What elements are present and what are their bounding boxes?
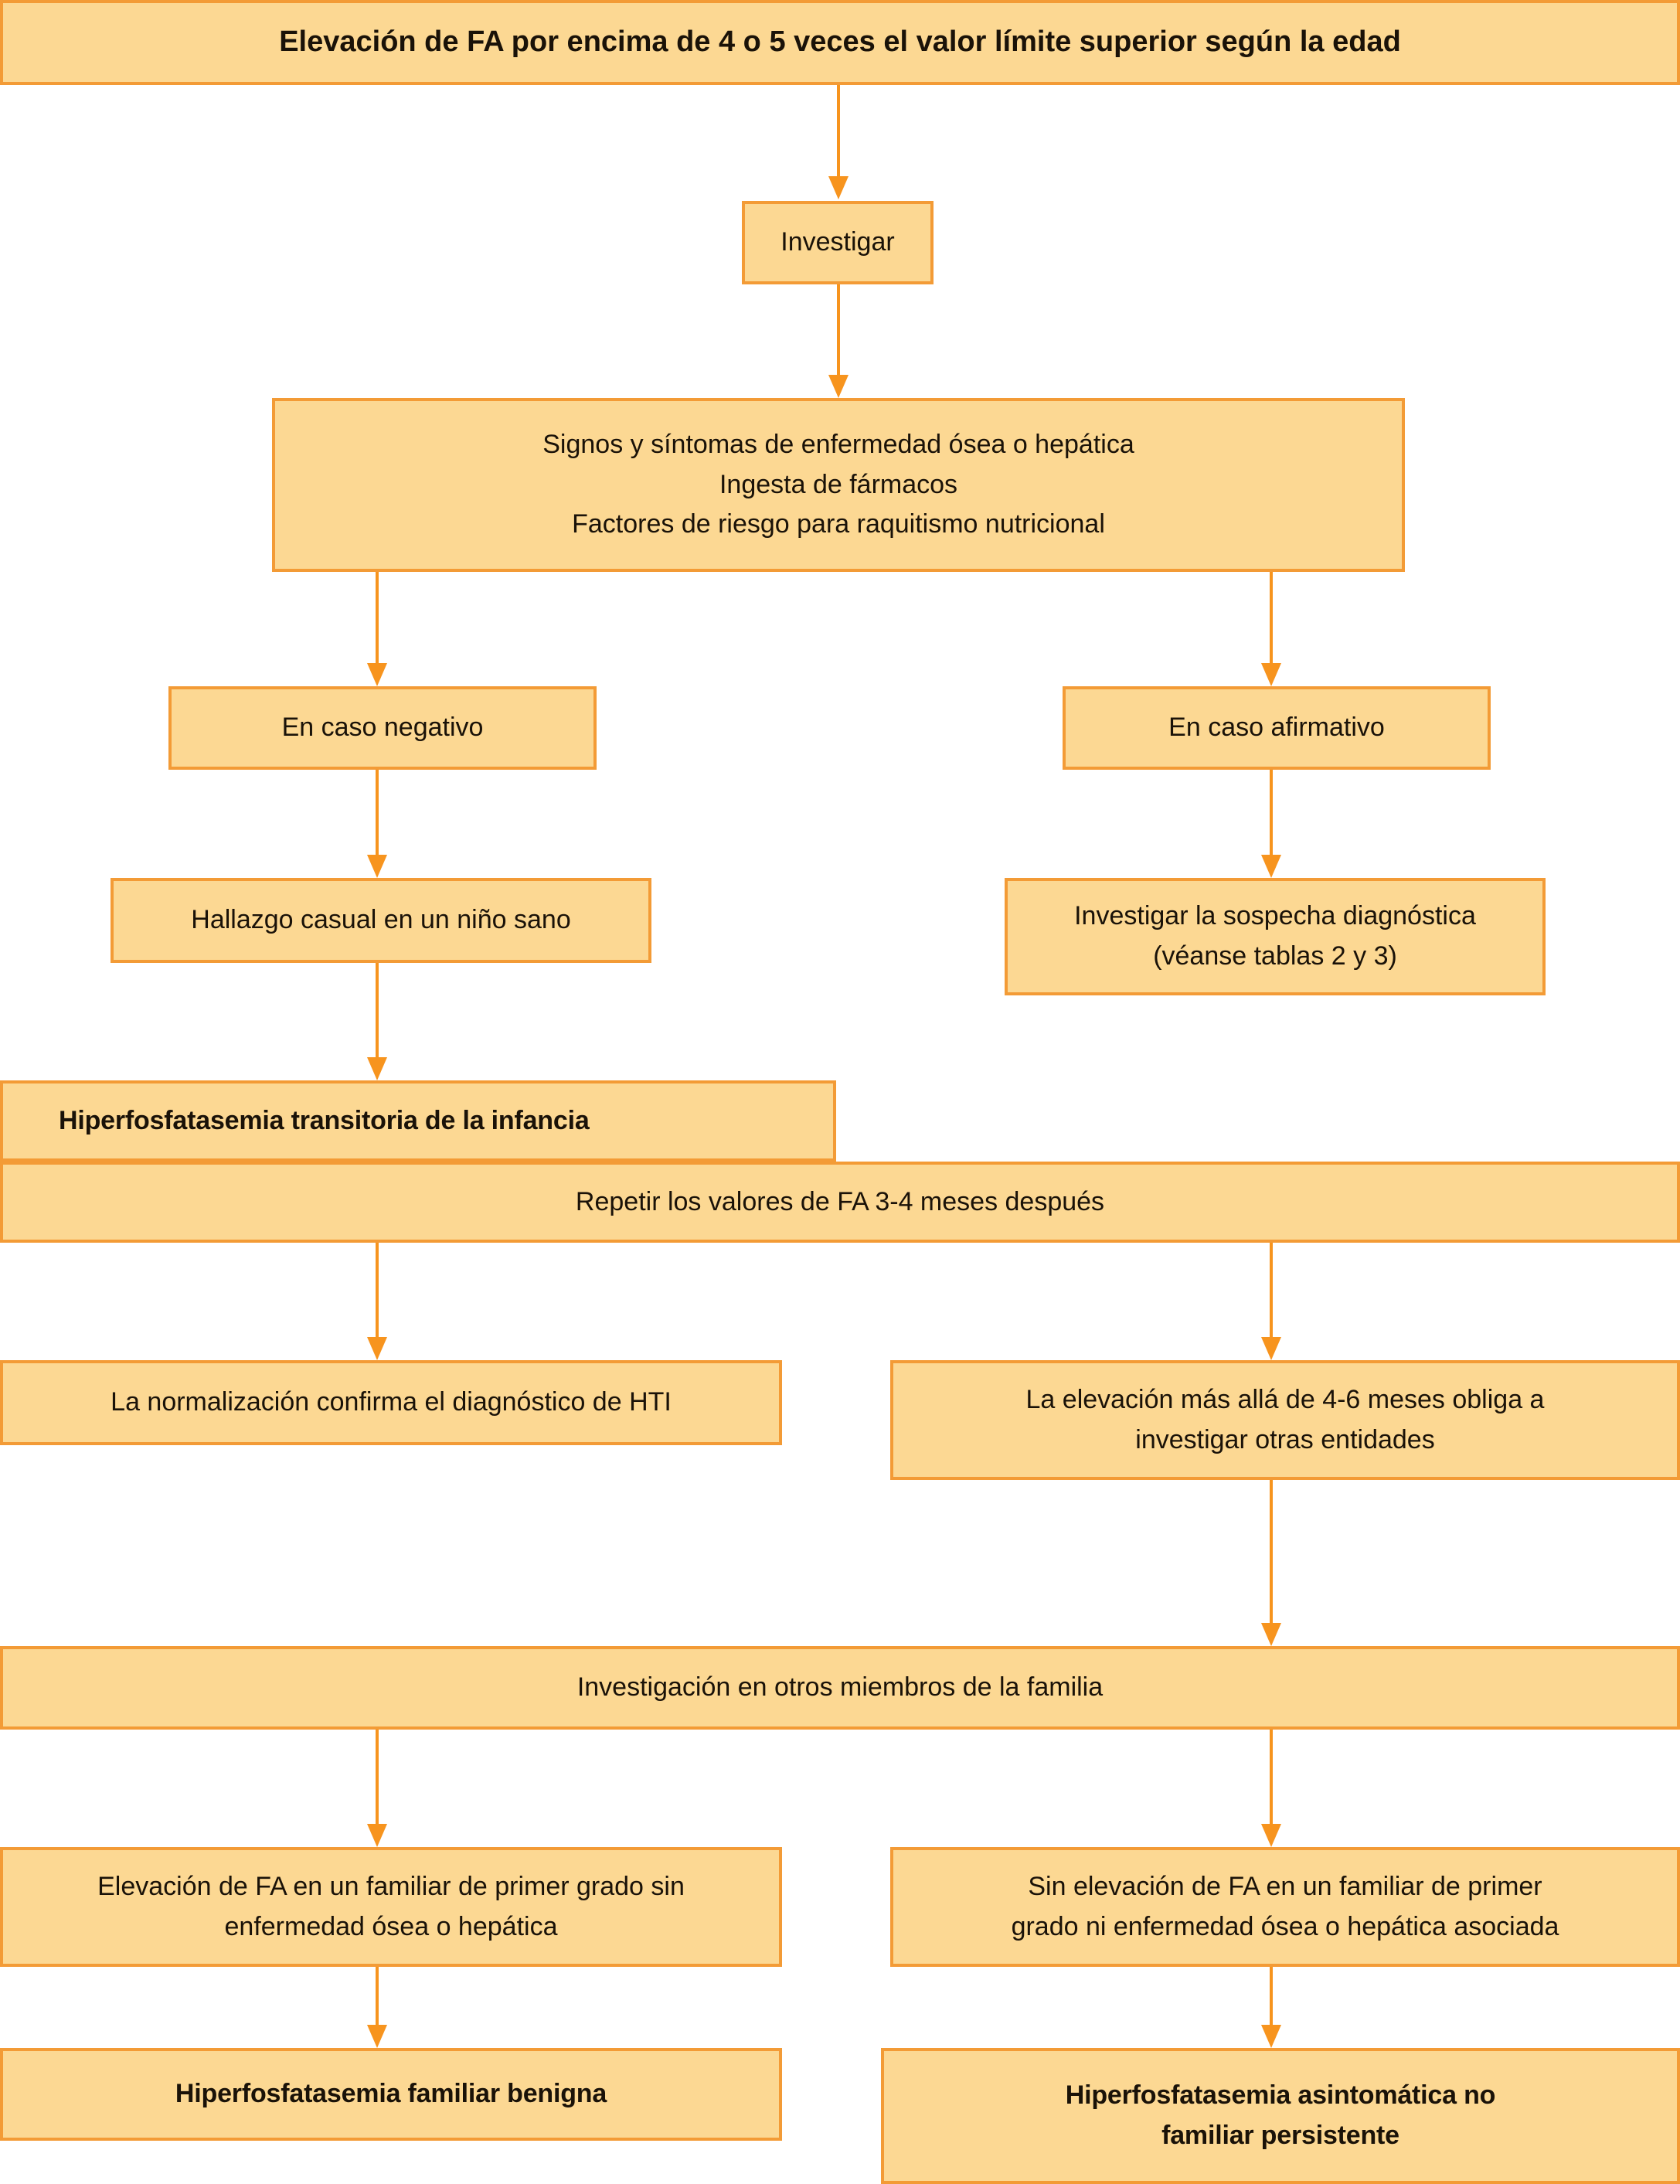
arrowhead-signos-to-afirmativo xyxy=(1261,663,1281,686)
arrowhead-repetir-to-elevacion xyxy=(1261,1337,1281,1360)
arrowhead-signos-to-negativo xyxy=(367,663,387,686)
arrowhead-familiar-no-to-hanfp xyxy=(1261,2025,1281,2048)
arrowhead-negativo-to-hallazgo xyxy=(367,855,387,878)
node-familiar-sin-elevacion-line-1: Sin elevación de FA en un familiar de pr… xyxy=(1028,1871,1542,1901)
connector-negativo-to-hallazgo xyxy=(376,770,379,855)
node-investigacion-familia: Investigación en otros miembros de la fa… xyxy=(0,1646,1680,1730)
arrowhead-investigar-to-signos xyxy=(828,375,849,398)
node-familiar-con-elevacion-line-1: Elevación de FA en un familiar de primer… xyxy=(97,1871,685,1901)
node-caso-afirmativo: En caso afirmativo xyxy=(1063,686,1491,770)
connector-root-to-investigar xyxy=(837,85,840,176)
node-hanfp-line-1: Hiperfosfatasemia asintomática no xyxy=(1065,2080,1496,2111)
arrowhead-repetir-to-normalizacion xyxy=(367,1337,387,1360)
arrowhead-root-to-investigar xyxy=(828,176,849,199)
node-repetir-valores-label: Repetir los valores de FA 3-4 meses desp… xyxy=(575,1186,1105,1216)
connector-hallazgo-to-hti xyxy=(376,963,379,1057)
arrowhead-familiar-si-to-hfb xyxy=(367,2025,387,2048)
node-hiperfosfatasemia-transitoria: Hiperfosfatasemia transitoria de la infa… xyxy=(0,1080,836,1162)
connector-signos-to-afirmativo xyxy=(1270,572,1273,663)
node-signos-line-3: Factores de riesgo para raquitismo nutri… xyxy=(572,509,1105,539)
connector-repetir-to-elevacion xyxy=(1270,1243,1273,1337)
arrowhead-investigacion-to-familiar-no xyxy=(1261,1824,1281,1847)
node-signos-line-1: Signos y síntomas de enfermedad ósea o h… xyxy=(542,429,1134,459)
node-hallazgo-casual: Hallazgo casual en un niño sano xyxy=(111,878,651,963)
connector-familiar-si-to-hfb xyxy=(376,1967,379,2025)
node-normalizacion: La normalización confirma el diagnóstico… xyxy=(0,1360,782,1445)
node-investigar: Investigar xyxy=(742,201,934,284)
node-normalizacion-label: La normalización confirma el diagnóstico… xyxy=(111,1387,672,1417)
node-investigacion-familia-label: Investigación en otros miembros de la fa… xyxy=(576,1672,1104,1703)
node-elevacion-line-1: La elevación más allá de 4-6 meses oblig… xyxy=(1025,1384,1545,1414)
node-caso-negativo-label: En caso negativo xyxy=(281,713,484,743)
arrowhead-hallazgo-to-hti xyxy=(367,1057,387,1080)
node-familiar-con-elevacion: Elevación de FA en un familiar de primer… xyxy=(0,1847,782,1967)
node-elevacion-line-2: investigar otras entidades xyxy=(1135,1424,1435,1454)
connector-familiar-no-to-hanfp xyxy=(1270,1967,1273,2025)
node-familiar-con-elevacion-line-2: enfermedad ósea o hepática xyxy=(224,1911,558,1941)
node-hiperfosfatasemia-familiar-benigna: Hiperfosfatasemia familiar benigna xyxy=(0,2048,782,2141)
node-familiar-sin-elevacion-line-2: grado ni enfermedad ósea o hepática asoc… xyxy=(1011,1911,1559,1941)
arrowhead-elevacion-to-investigacion-familia xyxy=(1261,1623,1281,1646)
node-hallazgo-casual-label: Hallazgo casual en un niño sano xyxy=(191,905,571,935)
node-root-label: Elevación de FA por encima de 4 o 5 vece… xyxy=(279,26,1401,59)
node-repetir-valores: Repetir los valores de FA 3-4 meses desp… xyxy=(0,1162,1680,1243)
node-caso-negativo: En caso negativo xyxy=(168,686,597,770)
node-signos-line-2: Ingesta de fármacos xyxy=(719,469,958,499)
node-investigar-sospecha: Investigar la sospecha diagnóstica (véan… xyxy=(1005,878,1546,995)
node-investigar-label: Investigar xyxy=(780,227,895,257)
node-hti-label: Hiperfosfatasemia transitoria de la infa… xyxy=(59,1105,590,1135)
node-caso-afirmativo-label: En caso afirmativo xyxy=(1168,713,1385,743)
connector-afirmativo-to-sospecha xyxy=(1270,770,1273,855)
arrowhead-afirmativo-to-sospecha xyxy=(1261,855,1281,878)
connector-investigar-to-signos xyxy=(837,284,840,375)
node-signos-sintomas: Signos y síntomas de enfermedad ósea o h… xyxy=(272,398,1405,572)
node-familiar-sin-elevacion: Sin elevación de FA en un familiar de pr… xyxy=(890,1847,1680,1967)
connector-investigacion-to-familiar-si xyxy=(376,1730,379,1824)
node-root: Elevación de FA por encima de 4 o 5 vece… xyxy=(0,0,1680,85)
connector-investigacion-to-familiar-no xyxy=(1270,1730,1273,1824)
node-hfb-label: Hiperfosfatasemia familiar benigna xyxy=(175,2079,607,2109)
arrowhead-investigacion-to-familiar-si xyxy=(367,1824,387,1847)
connector-elevacion-to-investigacion-familia xyxy=(1270,1480,1273,1623)
node-elevacion-mas-alla: La elevación más allá de 4-6 meses oblig… xyxy=(890,1360,1680,1480)
node-hiperfosfatasemia-asintomatica: Hiperfosfatasemia asintomática no famili… xyxy=(881,2048,1680,2184)
connector-repetir-to-normalizacion xyxy=(376,1243,379,1337)
connector-signos-to-negativo xyxy=(376,572,379,663)
node-investigar-sospecha-line-1: Investigar la sospecha diagnóstica xyxy=(1074,901,1476,931)
node-hanfp-line-2: familiar persistente xyxy=(1161,2121,1399,2150)
node-investigar-sospecha-line-2: (véanse tablas 2 y 3) xyxy=(1153,941,1397,971)
